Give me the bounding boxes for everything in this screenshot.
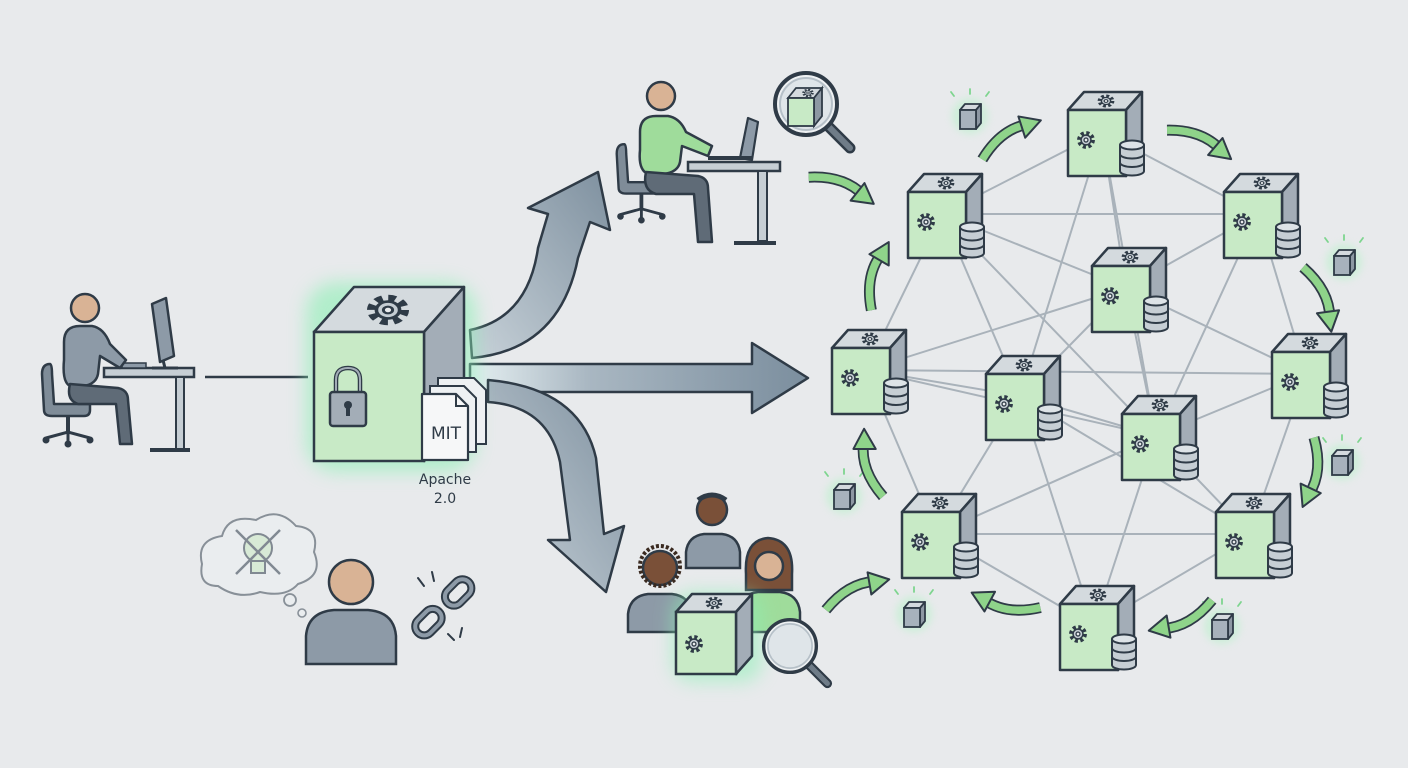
mit-license-label: MIT	[431, 424, 462, 444]
mini-cube	[825, 469, 863, 514]
license-documents: MIT Apache 2.0	[419, 377, 487, 507]
document-icon	[420, 392, 470, 462]
network-node	[1272, 334, 1348, 418]
lightbulb-icon	[235, 529, 281, 575]
cycle-arrow	[1295, 437, 1334, 510]
network-node	[1060, 586, 1136, 670]
cycle-arrow	[819, 566, 892, 611]
laptop-icon	[708, 116, 760, 162]
cycle-arrow	[967, 585, 1040, 628]
cycle-arrow	[808, 159, 880, 211]
apache-license-label: Apache	[419, 472, 471, 488]
apache-version-label: 2.0	[434, 491, 456, 507]
magnifier-icon	[775, 73, 850, 148]
network-node	[1224, 174, 1300, 258]
mini-cube	[895, 587, 933, 632]
team-group	[626, 492, 827, 683]
network-node	[1068, 92, 1144, 176]
cycle-arrow	[852, 237, 897, 310]
network-node	[1092, 248, 1168, 332]
cycle-arrow	[1167, 112, 1239, 166]
mini-cube	[1323, 435, 1361, 480]
network-node	[1122, 396, 1198, 480]
network-node	[1216, 494, 1292, 578]
mini-cube	[1325, 235, 1363, 280]
network-nodes	[832, 92, 1348, 670]
developer-at-desk	[40, 292, 196, 452]
network-node	[986, 356, 1062, 440]
desk-icon	[102, 366, 196, 379]
network-node	[902, 494, 978, 578]
mini-cube	[951, 89, 989, 134]
network-node	[832, 330, 908, 414]
network-node	[908, 174, 984, 258]
flow-arrow-up	[468, 170, 612, 360]
person-without-idea	[200, 513, 398, 666]
developer-with-laptop	[614, 80, 782, 245]
flow-arrow-down	[486, 378, 626, 594]
broken-chain-icon	[411, 571, 476, 641]
monitor-icon	[150, 296, 178, 370]
lock-icon	[328, 365, 368, 428]
